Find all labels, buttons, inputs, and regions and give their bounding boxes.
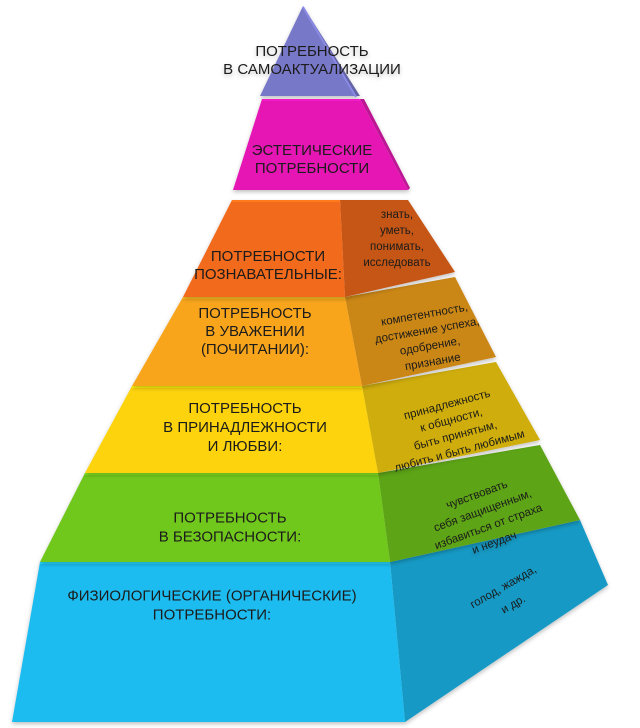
level-side-face [360,99,410,190]
level-main-label-line: ПОТРЕБНОСТИ: [153,607,271,624]
level-side-label: знать, уметь, понимать, исследовать [363,209,430,269]
pyramid-level-physiological: ФИЗИОЛОГИЧЕСКИЕ (ОРГАНИЧЕСКИЕ) ПОТРЕБНОСТ… [12,520,608,722]
level-edge-highlight [302,6,357,98]
level-main-label-line: ПОТРЕБНОСТЬ [173,510,286,527]
level-main-label-line: И ЛЮБВИ: [208,438,283,455]
level-side-face [340,200,455,297]
level-main-label-line: ЭСТЕТИЧЕСКИЕ [252,142,373,159]
level-main-label: ПОТРЕБНОСТЬ В ПРИНАДЛЕЖНОСТИ И ЛЮБВИ: [163,400,327,455]
level-main-label: ПОТРЕБНОСТЬ В БЕЗОПАСНОСТИ: [159,510,302,546]
level-side-label-line: понимать, [370,241,424,253]
level-main-label-line: ПОТРЕБНОСТЬ [255,43,368,60]
level-side-face [378,445,580,562]
level-front-face [12,562,405,722]
level-front-face [85,386,378,473]
level-front-face [40,473,390,562]
level-main-label: ФИЗИОЛОГИЧЕСКИЕ (ОРГАНИЧЕСКИЕ) ПОТРЕБНОСТ… [67,588,356,624]
level-side-face [362,362,540,473]
level-main-label-line: В УВАЖЕНИИ [205,323,304,340]
level-main-label-line: (ПОЧИТАНИИ): [201,341,309,358]
level-side-face [345,277,496,386]
level-front-face [233,99,408,190]
level-main-label-line: ФИЗИОЛОГИЧЕСКИЕ (ОРГАНИЧЕСКИЕ) [67,588,356,605]
level-main-label-line: ПОТРЕБНОСТИ [255,160,369,177]
level-side-label-line: уметь, [380,225,414,237]
level-side-face [390,520,608,722]
level-front-face [132,297,362,386]
level-side-label-line: знать, [381,209,413,221]
level-main-label-line: ПОЗНАВАТЕЛЬНЫЕ: [194,266,342,283]
level-main-label-line: ПОТРЕБНОСТИ [211,248,325,265]
level-front-face [260,6,356,96]
level-side-label-line: исследовать [363,257,430,269]
level-main-label-line: ПОТРЕБНОСТЬ [198,305,311,322]
level-main-label-line: В ПРИНАДЛЕЖНОСТИ [163,419,327,436]
level-front-face [183,200,345,297]
level-main-label-line: В САМОАКТУАЛИЗАЦИИ [223,61,401,78]
level-main-label-line: В БЕЗОПАСНОСТИ: [159,529,302,546]
level-side-face [303,6,360,96]
pyramid-levels: ФИЗИОЛОГИЧЕСКИЕ (ОРГАНИЧЕСКИЕ) ПОТРЕБНОСТ… [12,6,608,722]
level-main-label-line: ПОТРЕБНОСТЬ [188,400,301,417]
